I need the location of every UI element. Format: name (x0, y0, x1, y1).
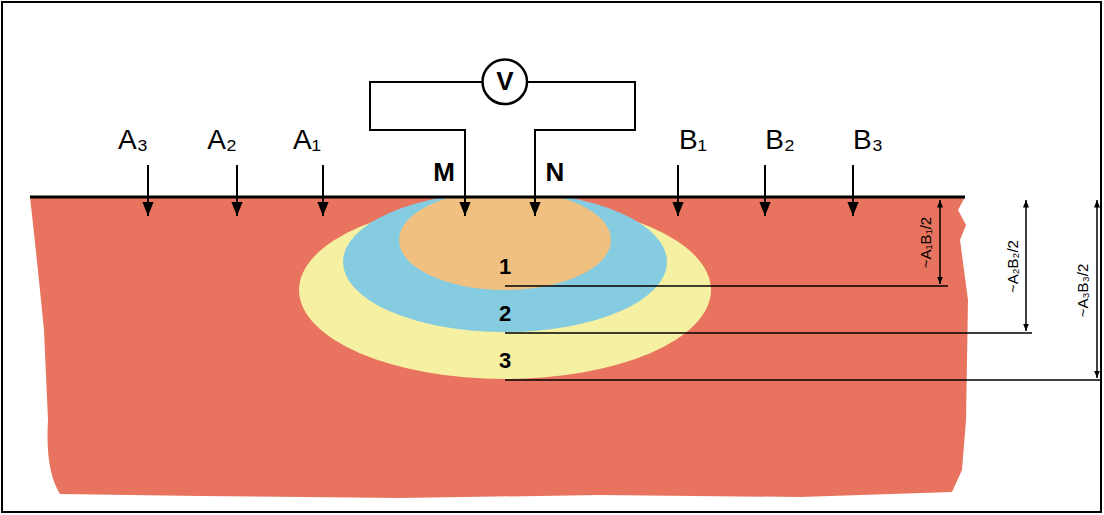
electrode-label: N (546, 159, 565, 185)
depth-dimensions (505, 200, 1101, 380)
electrode-label: B₁ (679, 126, 707, 154)
zone-1 (399, 197, 611, 290)
electrode-label: B₂ (765, 126, 795, 154)
zone-number: 3 (499, 350, 511, 372)
electrode-label: A₂ (207, 126, 237, 154)
electrodes (148, 165, 853, 216)
zone-number: 2 (499, 303, 511, 325)
voltmeter-circle: V (481, 58, 529, 106)
electrode-label: A₁ (293, 126, 321, 154)
ground-surface (30, 196, 965, 199)
zone-number: 1 (499, 256, 511, 278)
depth-label: ~A₁B₁/2 (919, 216, 934, 267)
electrode-label: M (433, 159, 455, 185)
electrode-label: A₃ (118, 126, 148, 154)
electrode-label: B₃ (853, 126, 883, 154)
depth-label: ~A₃B₃/2 (1076, 263, 1091, 317)
meter-symbol: V (496, 66, 513, 97)
depth-label: ~A₂B₂/2 (1005, 240, 1020, 293)
